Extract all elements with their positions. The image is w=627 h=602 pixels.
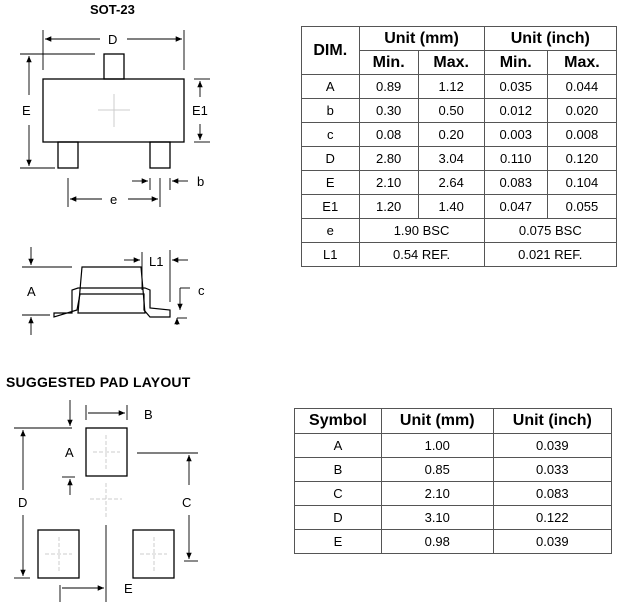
cell-mm-max: 3.04 (417, 146, 485, 171)
label-D-pad: D (18, 495, 27, 510)
cell-inch: 0.039 (492, 433, 613, 458)
cell-mm-min: 0.30 (358, 98, 419, 123)
cell-inch: 0.075 BSC (483, 218, 618, 243)
cell-mm: 1.00 (380, 433, 494, 458)
header-symbol: Symbol (294, 408, 382, 434)
cell-mm: 0.54 REF. (358, 242, 485, 267)
label-C: C (182, 495, 191, 510)
cell-symbol: E (294, 529, 382, 554)
cell-mm: 3.10 (380, 505, 494, 530)
cell-inch: 0.039 (492, 529, 613, 554)
cell-mm-min: 0.08 (358, 122, 419, 147)
cell-symbol: D (294, 505, 382, 530)
cell-dim: L1 (301, 242, 360, 267)
cell-in-min: 0.035 (483, 74, 548, 99)
cell-symbol: B (294, 457, 382, 482)
cell-in-max: 0.055 (546, 194, 618, 219)
header-mm-min: Min. (358, 50, 419, 75)
label-c: c (198, 283, 205, 298)
cell-mm: 0.98 (380, 529, 494, 554)
cell-inch: 0.083 (492, 481, 613, 506)
label-E-pad: E (124, 581, 133, 596)
cell-symbol: A (294, 433, 382, 458)
cell-dim: c (301, 122, 360, 147)
label-b: b (197, 174, 204, 189)
header-unit-mm: Unit (mm) (358, 26, 485, 51)
cell-mm: 2.10 (380, 481, 494, 506)
cell-dim: A (301, 74, 360, 99)
header-unit-mm: Unit (mm) (380, 408, 494, 434)
header-unit-inch: Unit (inch) (483, 26, 618, 51)
cell-mm-max: 1.40 (417, 194, 485, 219)
cell-in-max: 0.044 (546, 74, 618, 99)
cell-mm-max: 0.20 (417, 122, 485, 147)
label-A: A (27, 284, 36, 299)
cell-in-max: 0.120 (546, 146, 618, 171)
cell-mm-max: 1.12 (417, 74, 485, 99)
cell-dim: e (301, 218, 360, 243)
label-B: B (144, 407, 153, 422)
cell-inch: 0.122 (492, 505, 613, 530)
cell-in-min: 0.110 (483, 146, 548, 171)
cell-in-max: 0.008 (546, 122, 618, 147)
cell-mm: 1.90 BSC (358, 218, 485, 243)
cell-mm-max: 2.64 (417, 170, 485, 195)
cell-dim: D (301, 146, 360, 171)
cell-in-max: 0.020 (546, 98, 618, 123)
cell-mm-min: 2.10 (358, 170, 419, 195)
cell-dim: b (301, 98, 360, 123)
cell-in-max: 0.104 (546, 170, 618, 195)
cell-mm: 0.85 (380, 457, 494, 482)
cell-in-min: 0.047 (483, 194, 548, 219)
cell-in-min: 0.012 (483, 98, 548, 123)
cell-inch: 0.021 REF. (483, 242, 618, 267)
cell-in-min: 0.003 (483, 122, 548, 147)
pad-layout-drawing: B A D C E (14, 400, 198, 602)
header-unit-inch: Unit (inch) (492, 408, 613, 434)
cell-symbol: C (294, 481, 382, 506)
header-mm-max: Max. (417, 50, 485, 75)
pad-layout-title: SUGGESTED PAD LAYOUT (6, 374, 191, 390)
header-in-max: Max. (546, 50, 618, 75)
header-dim: DIM. (301, 26, 360, 75)
label-e: e (110, 192, 117, 207)
top-view-drawing: D E E1 e b (20, 30, 210, 207)
label-E1: E1 (192, 103, 208, 118)
cell-mm-min: 0.89 (358, 74, 419, 99)
header-in-min: Min. (483, 50, 548, 75)
cell-dim: E1 (301, 194, 360, 219)
dimension-table: DIM. Unit (mm) Unit (inch) Min. Max. Min… (301, 26, 618, 267)
cell-mm-min: 2.80 (358, 146, 419, 171)
cell-in-min: 0.083 (483, 170, 548, 195)
side-view-drawing: A L1 c (22, 247, 205, 335)
cell-mm-max: 0.50 (417, 98, 485, 123)
label-D: D (108, 32, 117, 47)
cell-dim: E (301, 170, 360, 195)
label-E: E (22, 103, 31, 118)
label-A-pad: A (65, 445, 74, 460)
package-title: SOT-23 (90, 2, 135, 17)
cell-mm-min: 1.20 (358, 194, 419, 219)
label-L1: L1 (149, 254, 163, 269)
cell-inch: 0.033 (492, 457, 613, 482)
